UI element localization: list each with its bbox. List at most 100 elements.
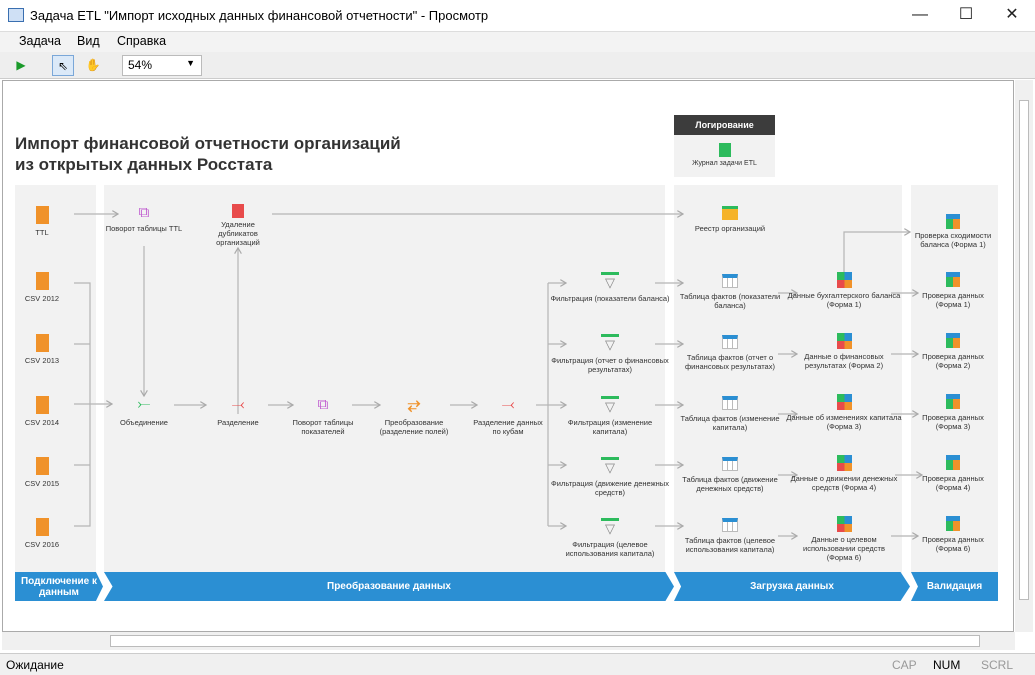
- check-node[interactable]: Проверка данных (Форма 1): [910, 272, 996, 309]
- horizontal-scrollbar[interactable]: [2, 632, 1015, 650]
- check-cube-icon: [946, 455, 960, 470]
- file-icon: [35, 272, 49, 290]
- toolbar: ▶ ⇖ ✋ 54% ▼: [0, 52, 1035, 79]
- check-cube-icon: [946, 214, 960, 229]
- registry-node[interactable]: Реестр организаций: [670, 206, 790, 233]
- split-icon: ⤙: [501, 396, 515, 413]
- menu-view[interactable]: Вид: [77, 34, 100, 48]
- lane-transform: [104, 185, 665, 573]
- fact-table-node[interactable]: Таблица фактов (изменение капитала): [670, 396, 790, 432]
- check-node[interactable]: Проверка данных (Форма 3): [910, 394, 996, 431]
- filter-node[interactable]: ▽Фильтрация (показатели баланса): [550, 272, 670, 303]
- window-title: Задача ETL "Импорт исходных данных финан…: [30, 8, 489, 23]
- lane-label-load: Загрузка данных: [674, 572, 910, 601]
- maximize-button[interactable]: ☐: [958, 6, 974, 23]
- convert-node[interactable]: ⥂Преобразование (разделение полей): [379, 396, 449, 436]
- fact-table-node[interactable]: Таблица фактов (целевое использования ка…: [670, 518, 790, 554]
- pivot-icon: ⧉: [317, 396, 329, 413]
- filter-icon: ▽: [601, 272, 619, 290]
- delete-duplicates-icon: [232, 204, 244, 218]
- table-icon: [722, 518, 738, 532]
- zoom-value: 54%: [128, 58, 153, 72]
- table-icon: [722, 457, 738, 471]
- union-node[interactable]: ⤚Объединение: [120, 396, 168, 427]
- fact-table-node[interactable]: Таблица фактов (движение денежных средст…: [670, 457, 790, 493]
- cube-icon: [836, 516, 852, 532]
- source-csv-2014[interactable]: CSV 2014: [0, 396, 102, 427]
- log-file-icon: [718, 143, 731, 157]
- cube-node[interactable]: Данные бухгалтерского баланса (Форма 1): [784, 272, 904, 309]
- table-icon: [722, 274, 738, 288]
- etl-log-item[interactable]: Журнал задачи ETL: [692, 160, 757, 167]
- filter-node[interactable]: ▽Фильтрация (движение денежных средств): [550, 457, 670, 497]
- check-node[interactable]: Проверка данных (Форма 2): [910, 333, 996, 370]
- lane-label-validation: Валидация: [911, 572, 998, 601]
- source-csv-2016[interactable]: CSV 2016: [0, 518, 102, 549]
- menu-bar: Задача Вид Справка: [0, 32, 1035, 52]
- cube-node[interactable]: Данные о целевом использовании средств (…: [794, 516, 894, 562]
- convert-icon: ⥂: [407, 396, 421, 413]
- file-icon: [35, 457, 49, 475]
- cube-icon: [836, 455, 852, 471]
- file-icon: [35, 206, 49, 224]
- dedupe-node[interactable]: Удаление дубликатов организаций: [208, 204, 268, 247]
- cube-node[interactable]: Данные о финансовых результатах (Форма 2…: [784, 333, 904, 370]
- table-icon: [722, 335, 738, 349]
- file-icon: [35, 396, 49, 414]
- fact-table-node[interactable]: Таблица фактов (показатели баланса): [670, 274, 790, 310]
- menu-task[interactable]: Задача: [19, 34, 61, 48]
- logging-header: Логирование: [674, 115, 775, 135]
- lane-load: [674, 185, 902, 573]
- file-icon: [35, 334, 49, 352]
- split-node[interactable]: ⤙Разделение: [217, 396, 259, 427]
- menu-help[interactable]: Справка: [117, 34, 167, 48]
- scrl-indicator: SCRL: [981, 658, 1014, 672]
- hand-tool-button[interactable]: ✋: [85, 58, 101, 72]
- diagram-title: Импорт финансовой отчетности организаций…: [15, 134, 401, 174]
- fact-table-node[interactable]: Таблица фактов (отчет о финансовых резул…: [670, 335, 790, 371]
- minimize-button[interactable]: —: [912, 6, 928, 23]
- check-cube-icon: [946, 333, 960, 348]
- split-cubes-node[interactable]: ⤙Разделение данных по кубам: [473, 396, 543, 436]
- union-icon: ⤚: [137, 396, 151, 413]
- filter-icon: ▽: [601, 518, 619, 536]
- cube-node[interactable]: Данные о движении денежных средств (Форм…: [784, 455, 904, 492]
- check-node[interactable]: Проверка данных (Форма 6): [910, 516, 996, 553]
- status-bar: Ожидание CAP NUM SCRL: [0, 653, 1035, 675]
- check-node[interactable]: Проверка сходимости баланса (Форма 1): [910, 214, 996, 249]
- lane-connection: [15, 185, 96, 573]
- cube-node[interactable]: Данные об изменениях капитала (Форма 3): [784, 394, 904, 431]
- source-csv-2013[interactable]: CSV 2013: [0, 334, 102, 365]
- filter-node[interactable]: ▽Фильтрация (целевое использования капит…: [550, 518, 670, 558]
- status-text: Ожидание: [6, 658, 64, 672]
- check-cube-icon: [946, 516, 960, 531]
- pivot-ttl-node[interactable]: ⧉Поворот таблицы TTL: [105, 204, 183, 233]
- vertical-scroll-thumb[interactable]: [1019, 100, 1029, 600]
- logging-block: Логирование Журнал задачи ETL: [674, 115, 775, 177]
- horizontal-scroll-thumb[interactable]: [110, 635, 980, 647]
- file-icon: [35, 518, 49, 536]
- zoom-select[interactable]: 54% ▼: [122, 55, 202, 76]
- check-cube-icon: [946, 394, 960, 409]
- check-node[interactable]: Проверка данных (Форма 4): [910, 455, 996, 492]
- lane-label-transform: Преобразование данных: [104, 572, 674, 601]
- source-ttl[interactable]: TTL: [0, 206, 102, 237]
- run-button[interactable]: ▶: [16, 58, 26, 72]
- vertical-scrollbar[interactable]: [1015, 80, 1033, 632]
- close-button[interactable]: ✕: [1005, 6, 1019, 23]
- pivot-icon: ⧉: [138, 204, 150, 221]
- source-csv-2012[interactable]: CSV 2012: [0, 272, 102, 303]
- check-cube-icon: [946, 272, 960, 287]
- filter-node[interactable]: ▽Фильтрация (отчет о финансовых результа…: [550, 334, 670, 374]
- filter-node[interactable]: ▽Фильтрация (изменение капитала): [550, 396, 670, 436]
- app-icon: [8, 8, 24, 22]
- filter-icon: ▽: [601, 334, 619, 352]
- pointer-tool-button[interactable]: ⇖: [52, 55, 74, 76]
- title-bar: Задача ETL "Импорт исходных данных финан…: [0, 0, 1035, 32]
- pivot-indicators-node[interactable]: ⧉Поворот таблицы показателей: [292, 396, 354, 436]
- source-csv-2015[interactable]: CSV 2015: [0, 457, 102, 488]
- cap-indicator: CAP: [892, 658, 917, 672]
- filter-icon: ▽: [601, 396, 619, 414]
- lane-validation: [911, 185, 998, 573]
- chevron-down-icon: ▼: [186, 58, 195, 68]
